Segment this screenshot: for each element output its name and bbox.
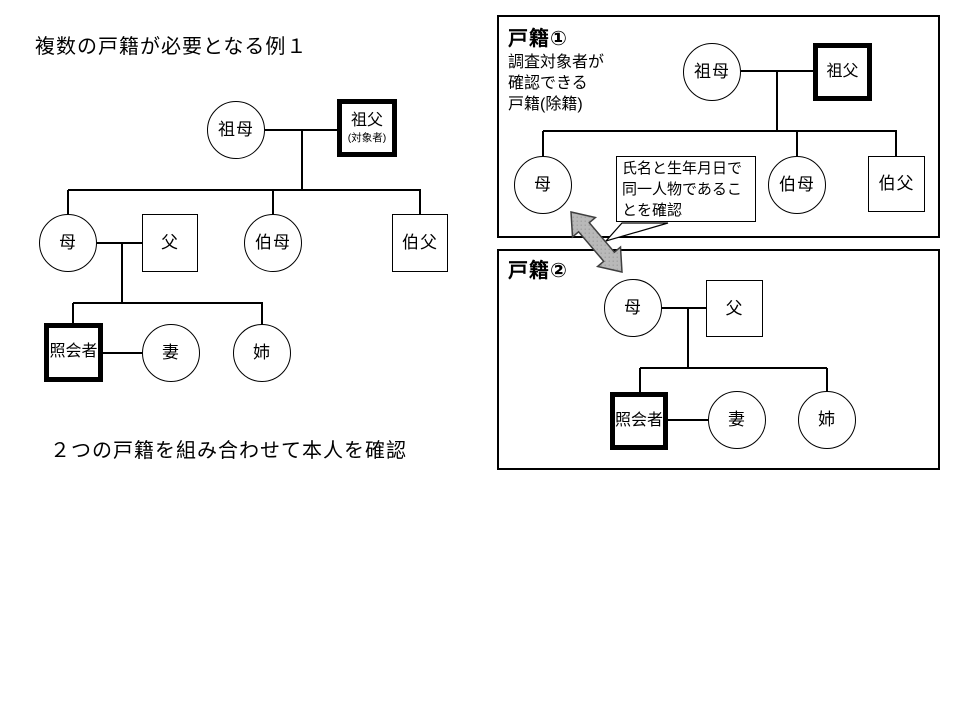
connector-line <box>542 131 544 156</box>
node-sister: 姉 <box>798 391 856 449</box>
node-inquirer: 照会者 <box>610 392 668 450</box>
node-aunt: 伯母 <box>768 156 826 214</box>
node-label: 照会者 <box>49 343 98 361</box>
footer-note: ２つの戸籍を組み合わせて本人を確認 <box>50 440 407 462</box>
identity-check-callout: 氏名と生年月日で 同一人物であるこ とを確認 <box>616 156 756 222</box>
connector-line <box>67 190 69 214</box>
node-label: 祖母 <box>694 62 730 82</box>
register2-title: 戸籍② <box>508 260 568 282</box>
node-label: 伯母 <box>255 233 291 253</box>
connector-line <box>741 70 813 72</box>
node-uncle: 伯父 <box>868 156 925 212</box>
connector-line <box>639 368 641 392</box>
node-label: 伯父 <box>878 174 915 194</box>
connector-line <box>687 308 689 368</box>
connector-line <box>640 367 827 369</box>
node-label: 父 <box>161 233 179 253</box>
node-mother: 母 <box>514 156 572 214</box>
node-wife: 妻 <box>142 324 200 382</box>
connector-line <box>668 419 708 421</box>
connector-line <box>272 190 274 214</box>
slide-title: 複数の戸籍が必要となる例１ <box>35 36 308 58</box>
node-grandfather-subject: 祖父 (対象者) <box>337 99 397 157</box>
callout-line: とを確認 <box>622 202 683 219</box>
connector-line <box>543 130 897 132</box>
register1-desc-line: 調査対象者が <box>508 54 605 71</box>
node-label: 母 <box>624 298 642 318</box>
node-mother: 母 <box>39 214 97 272</box>
connector-line <box>72 303 74 323</box>
node-label: 妻 <box>728 410 746 430</box>
node-label: 妻 <box>162 343 180 363</box>
connector-line <box>826 368 828 391</box>
connector-line <box>73 302 263 304</box>
connector-line <box>895 131 897 156</box>
connector-line <box>301 130 303 190</box>
node-sublabel: (対象者) <box>347 131 387 144</box>
register1-title: 戸籍① <box>508 28 568 50</box>
node-aunt: 伯母 <box>244 214 302 272</box>
callout-line: 同一人物であるこ <box>622 181 742 198</box>
node-label: 照会者 <box>615 411 664 429</box>
node-label: 父 <box>725 298 744 318</box>
connector-line <box>796 131 798 156</box>
callout-line: 氏名と生年月日で <box>622 160 743 177</box>
connector-line <box>68 189 421 191</box>
node-uncle: 伯父 <box>392 214 448 272</box>
node-inquirer: 照会者 <box>44 323 103 382</box>
connector-line <box>419 190 421 214</box>
connector-line <box>121 243 123 303</box>
node-grandmother: 祖母 <box>683 43 741 101</box>
node-grandfather: 祖父 <box>813 43 872 101</box>
node-label: 母 <box>59 233 77 253</box>
node-label: 祖母 <box>218 120 254 140</box>
node-wife: 妻 <box>708 391 766 449</box>
connector-line <box>662 307 706 309</box>
node-label: 伯父 <box>402 233 438 253</box>
node-father: 父 <box>706 280 763 337</box>
node-mother: 母 <box>604 279 662 337</box>
connector-line <box>776 71 778 131</box>
connector-line <box>261 303 263 324</box>
node-sister: 姉 <box>233 324 291 382</box>
node-label: 姉 <box>818 410 836 430</box>
node-label: 母 <box>534 175 552 195</box>
connector-line <box>103 352 142 354</box>
register1-desc-line: 確認できる <box>508 75 588 92</box>
connector-line <box>97 242 142 244</box>
node-label: 姉 <box>253 343 271 363</box>
node-father: 父 <box>142 214 198 272</box>
node-grandmother: 祖母 <box>207 101 265 159</box>
register1-desc-line: 戸籍(除籍) <box>508 96 583 113</box>
node-label: 祖父 <box>826 62 859 80</box>
connector-line <box>265 129 337 131</box>
node-label: 祖父 <box>350 112 383 130</box>
node-label: 伯母 <box>779 175 815 195</box>
